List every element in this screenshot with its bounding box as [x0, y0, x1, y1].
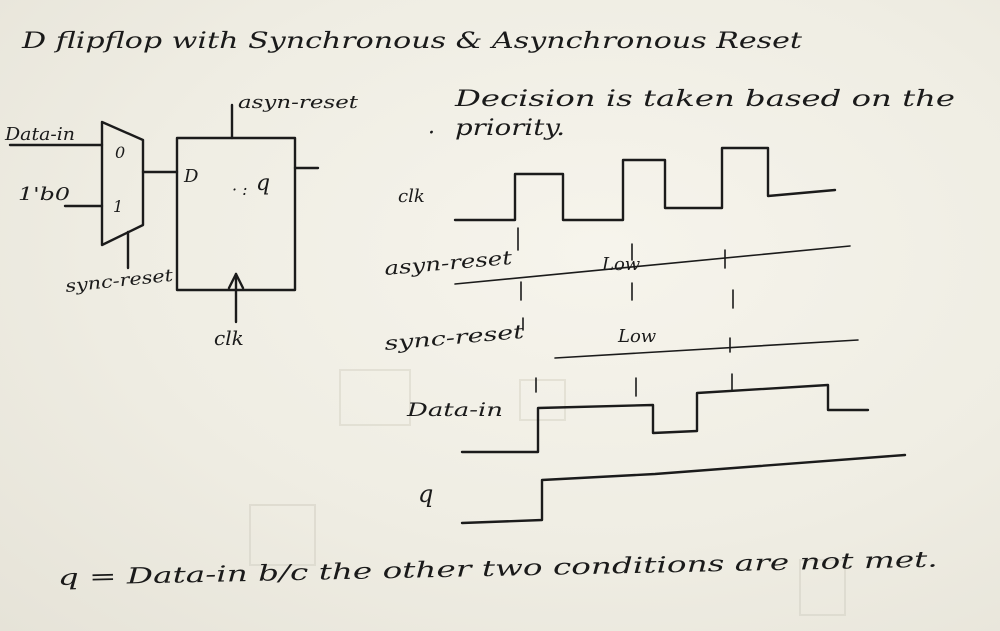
signal-label-sync-reset: sync-reset	[384, 321, 526, 355]
data-in-input-label: Data-in	[4, 124, 75, 145]
timing-diagram: clk asyn-reset sync-reset Data-in q Low …	[384, 146, 907, 525]
page-title: D flipflop with Synchronous & Asynchrono…	[21, 29, 803, 54]
decision-note-line2: priority.	[455, 116, 565, 141]
q-waveform	[460, 453, 907, 525]
clock-edge-markers	[517, 227, 734, 397]
mux-sel1-label: 1	[113, 197, 123, 216]
data-in-waveform	[460, 383, 870, 454]
asyn-reset-state: Low	[601, 254, 641, 275]
bullet-dot: ·	[428, 121, 435, 146]
flipflop-box	[175, 136, 297, 292]
zero-input-label: 1'b0	[18, 184, 70, 205]
sync-reset-state: Low	[617, 326, 657, 347]
conclusion-text: q = Data-in b/c the other two conditions…	[58, 548, 938, 591]
signal-label-data-in: Data-in	[406, 399, 503, 421]
mux-shape	[100, 120, 145, 247]
decision-note-line1: Decision is taken based on the	[454, 87, 955, 112]
circuit-schematic: 0 1 Data-in 1'b0 sync-reset D q · : asyn…	[4, 92, 359, 350]
signal-label-asyn-reset: asyn-reset	[384, 247, 514, 280]
mux-sel0-label: 0	[115, 143, 125, 162]
signal-label-clk: clk	[398, 186, 425, 207]
bleed-through	[249, 369, 846, 616]
asyn-reset-waveform	[454, 245, 851, 285]
flipflop-d-label: D	[183, 166, 199, 187]
clock-input-label: clk	[214, 326, 244, 350]
signal-label-q: q	[418, 480, 433, 508]
flipflop-q-label: q	[256, 171, 270, 196]
flipflop-dots: · :	[232, 180, 248, 199]
sync-reset-waveform	[554, 339, 859, 359]
clk-waveform	[453, 146, 837, 222]
sync-reset-select-label: sync-reset	[64, 266, 174, 297]
asyn-reset-input-label: asyn-reset	[238, 92, 359, 113]
